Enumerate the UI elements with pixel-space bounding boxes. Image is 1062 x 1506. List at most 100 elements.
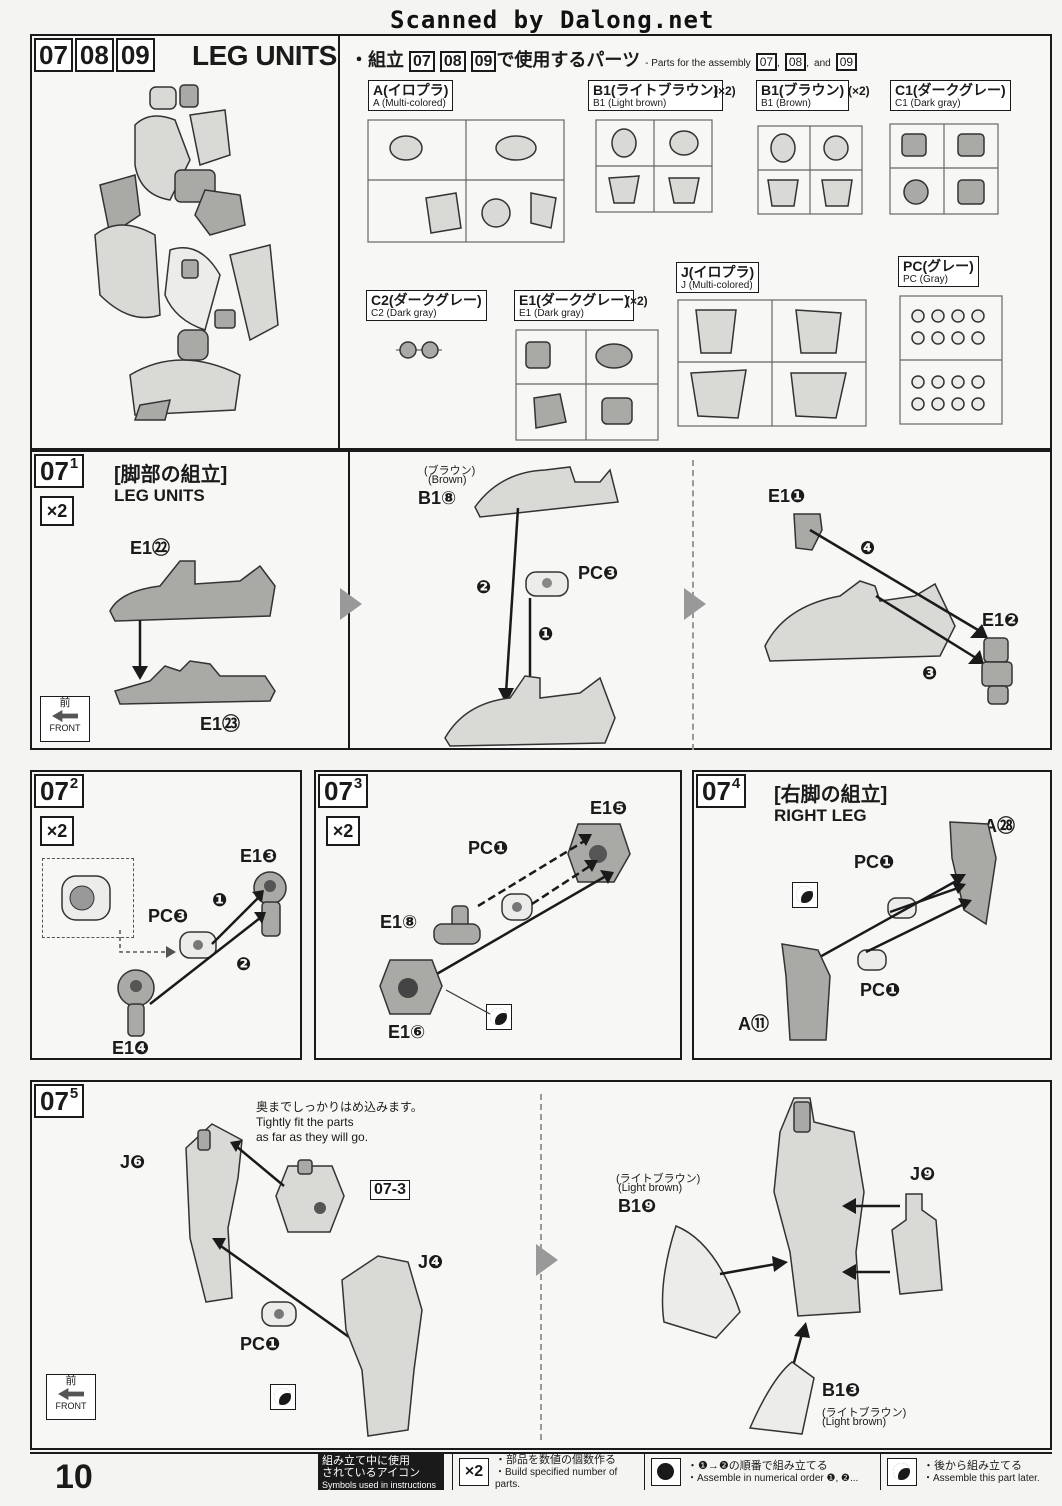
legend-order: ・❶→❷の順番で組み立てる・Assemble in numerical orde… [644, 1454, 874, 1490]
part-label-B1-8: B1⑧ [418, 488, 457, 508]
runner-label-B1-lightbrown: B1(ライトブラウン)B1 (Light brown) [588, 80, 724, 111]
runner-B1-lightbrown-drawing [595, 119, 713, 213]
part-E1-2-drawing [981, 637, 1013, 705]
runner-mult-E1: (×2) [626, 294, 648, 308]
part-label-E1-3: E1❸ [240, 846, 278, 866]
part-PC-1-drawing [261, 1301, 297, 1327]
assembled-07-1-b-drawing [764, 580, 956, 662]
legend-later: ・後から組み立てる・Assemble this part later. [880, 1454, 1050, 1490]
footer-rule [30, 1452, 1052, 1454]
runner-J-drawing [677, 299, 867, 427]
color-note-lightbrown2-jp: (ライトブラウン) [822, 1407, 907, 1419]
multiplier-x2-icon: ×2 [40, 496, 74, 526]
arrow-07-3-a [477, 834, 592, 908]
assemble-later-icon [486, 1004, 512, 1030]
page-number: 10 [55, 1458, 93, 1496]
sequence-arrow-1 [340, 588, 362, 620]
part-label-PC-1: PC❶ [240, 1334, 281, 1354]
sequence-arrow-3 [536, 1244, 558, 1276]
assemble-later-icon [792, 882, 818, 908]
color-note-lightbrown-en: (Light brown) [618, 1182, 683, 1194]
step-07-4-frame [692, 770, 1052, 1060]
part-B1-8-drawing [474, 466, 619, 518]
detail-pc-part-drawing [61, 875, 111, 921]
arrow-07-5-a [230, 1140, 285, 1187]
runner-B1-brown-drawing [757, 125, 863, 215]
part-E1-6-drawing [379, 959, 443, 1015]
arrow-07-2-a [211, 890, 264, 945]
part-label-E1-2: E1❷ [982, 610, 1020, 630]
step-number-09: 09 [115, 38, 155, 72]
runner-label-PC: PC(グレー)PC (Gray) [898, 256, 979, 287]
part-label-E1-4: E1❹ [112, 1038, 150, 1058]
step-badge-07-08-09: 07 08 09 [34, 38, 155, 72]
part-label-J-4: J❹ [418, 1252, 444, 1272]
top-divider [338, 34, 340, 450]
part-E1-8-drawing [433, 905, 481, 945]
scan-watermark: Scanned by Dalong.net [390, 6, 715, 34]
color-note-lightbrown2-en: (Light brown) [822, 1416, 887, 1428]
multiplier-x2-icon: ×2 [459, 1458, 489, 1486]
part-B1-9-drawing [661, 1225, 741, 1339]
arrow-07-4-c [865, 898, 972, 954]
step-circle-3: ❸ [922, 663, 938, 683]
part-PC-1-drawing [501, 893, 533, 921]
arrow-07-4-b [889, 882, 966, 914]
color-note-brown-jp: (ブラウン) [424, 465, 476, 477]
runner-label-B1-brown: B1(ブラウン)B1 (Brown) [756, 80, 850, 111]
step-07-4-title-en: RIGHT LEG [774, 806, 867, 825]
arrow-07-5-d [842, 1198, 900, 1214]
arrow-07-3-c [415, 870, 614, 988]
arrow-07-4-a [799, 874, 966, 970]
part-label-J-6: J❻ [120, 1152, 146, 1172]
step-07-1-title-jp: [脚部の組立] [114, 464, 228, 486]
multiplier-x2-icon: ×2 [40, 816, 74, 846]
part-A-11-drawing [781, 943, 831, 1041]
part-label-B1-9: B1❾ [618, 1196, 657, 1216]
part-label-PC-1: PC❶ [468, 838, 509, 858]
runner-A-drawing [367, 119, 565, 243]
step-number-08: 08 [74, 38, 114, 72]
part-J-9-drawing [891, 1193, 943, 1295]
step-circle-2: ❷ [476, 577, 492, 597]
part-E1-4-drawing [117, 969, 155, 1037]
part-E1-22-drawing [109, 560, 276, 622]
runner-C1-drawing [889, 123, 999, 215]
part-07-3-subassembly-drawing [275, 1159, 345, 1233]
runner-label-A: A(イロプラ)A (Multi-colored) [368, 80, 454, 111]
part-E1-1-drawing [793, 513, 823, 551]
runner-label-E1: E1(ダークグレー)E1 (Dark gray) [514, 290, 634, 321]
arrow-07-1-a [132, 620, 148, 680]
detail-callout-box [42, 858, 134, 938]
step-circle-1: ❶ [538, 624, 554, 644]
runner-label-C2: C2(ダークグレー)C2 (Dark gray) [366, 290, 487, 321]
assembled-leg-drawing [773, 1097, 865, 1317]
part-label-B1-3: B1❸ [822, 1380, 861, 1400]
assembled-07-1-drawing [444, 675, 616, 747]
part-J-4-drawing [341, 1255, 423, 1437]
exploded-view-illustration [94, 84, 279, 421]
part-label-J-9: J❾ [910, 1164, 936, 1184]
part-PC-3-drawing [525, 571, 569, 597]
ref-step-07-3: 07-3 [370, 1180, 411, 1200]
color-note-brown-en: (Brown) [428, 474, 467, 486]
part-label-PC-1-b: PC❶ [860, 980, 901, 1000]
step-07-4-title-jp: [右脚の組立] [774, 784, 888, 806]
arrow-07-1-b [498, 507, 520, 704]
part-label-A-11: A⑪ [738, 1014, 769, 1034]
order-step-icon [651, 1458, 681, 1486]
part-label-E1-23: E1㉓ [200, 714, 241, 734]
part-label-E1-6: E1⑥ [388, 1022, 426, 1042]
step-circle-1: ❶ [212, 890, 228, 910]
part-label-PC-1-a: PC❶ [854, 852, 895, 872]
callout-dashed-arrow [119, 930, 176, 958]
step-number-07: 07 [34, 38, 73, 72]
step-circle-2: ❷ [236, 954, 252, 974]
page-title: LEG UNITS [192, 40, 337, 71]
multiplier-x2-icon: ×2 [326, 816, 360, 846]
part-label-PC-3: PC❸ [148, 906, 189, 926]
